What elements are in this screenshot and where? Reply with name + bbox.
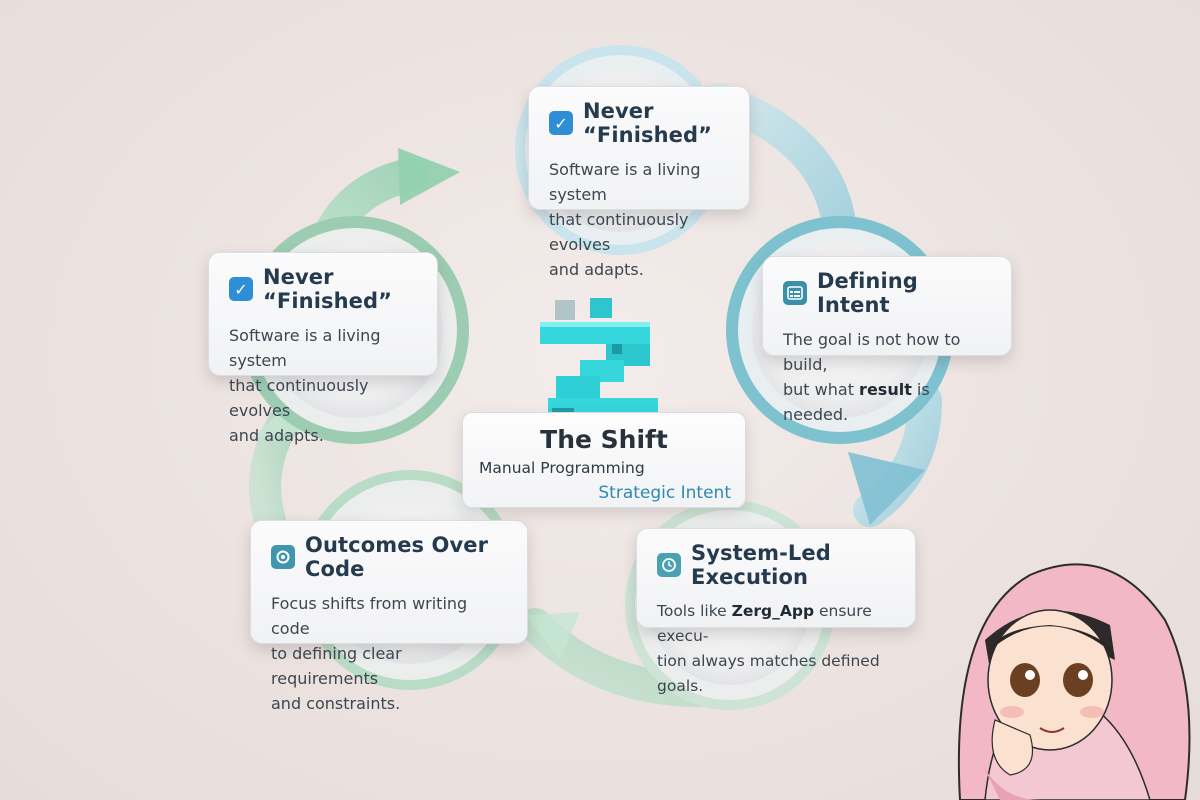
highlight-zerg-app: Zerg_App [731, 602, 815, 620]
card-line-with-highlight: but what result is needed. [783, 380, 930, 424]
pixel-z-logo [540, 298, 658, 416]
arrow-right-to-bottom [848, 383, 942, 527]
card-title-row: System-Led Execution [657, 541, 897, 589]
card-line-with-highlight: Tools like Zerg_App ensure execu- [657, 602, 872, 645]
card-line: The goal is not how to build, [783, 330, 961, 374]
card-line: that continuously evolves [549, 210, 689, 254]
card-title-row: Defining Intent [783, 269, 993, 317]
center-from-label: Manual Programming [479, 459, 645, 477]
card-title-row: Outcomes Over Code [271, 533, 509, 581]
center-title: The Shift [540, 425, 668, 454]
card-body: Software is a living system that continu… [549, 157, 731, 282]
card-title-row: ✓ Never “Finished” [229, 265, 419, 313]
card-body: Tools like Zerg_App ensure execu- tion a… [657, 599, 897, 699]
card-title: Outcomes Over Code [305, 533, 489, 581]
card-system-led-execution: System-Led Execution Tools like Zerg_App… [636, 528, 916, 695]
mascot-illustration [957, 563, 1191, 800]
clock-icon [657, 553, 681, 577]
card-body: Software is a living system that continu… [229, 323, 419, 448]
target-icon [271, 545, 295, 569]
card-line: that continuously evolves [229, 376, 369, 420]
highlight-result: result [859, 380, 912, 399]
card-outcomes-over-code: Outcomes Over Code Focus shifts from wri… [250, 520, 528, 713]
center-shift-box: The Shift Manual Programming Strategic I… [462, 412, 746, 508]
center-to-label: Strategic Intent [598, 483, 731, 503]
card-title: Never “Finished” [583, 99, 713, 147]
card-line: and adapts. [229, 426, 324, 445]
card-line: and constraints. [271, 694, 401, 713]
card-line: to defining clear requirements [271, 644, 402, 688]
card-never-finished-left: ✓ Never “Finished” Software is a living … [208, 252, 438, 445]
form-list-icon [783, 281, 807, 305]
card-title: Defining Intent [817, 269, 918, 317]
card-body: The goal is not how to build, but what r… [783, 327, 993, 427]
card-line: tion always matches defined goals. [657, 652, 880, 695]
checkbox-icon: ✓ [549, 111, 573, 135]
card-title: Never “Finished” [263, 265, 393, 313]
card-line: Focus shifts from writing code [271, 594, 468, 638]
card-line: Software is a living system [549, 160, 701, 204]
card-line: and adapts. [549, 260, 644, 279]
card-title: System-Led Execution [691, 541, 831, 589]
checkbox-icon: ✓ [229, 277, 253, 301]
card-defining-intent: Defining Intent The goal is not how to b… [762, 256, 1012, 424]
card-never-finished-top: ✓ Never “Finished” Software is a living … [528, 86, 750, 279]
card-title-row: ✓ Never “Finished” [549, 99, 731, 147]
card-body: Focus shifts from writing code to defini… [271, 591, 509, 716]
card-line: Software is a living system [229, 326, 381, 370]
